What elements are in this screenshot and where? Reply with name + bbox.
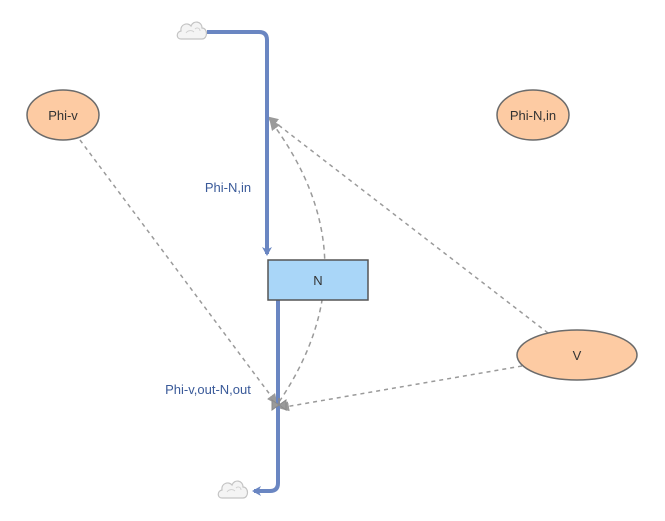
variable-v-label: V [573, 348, 582, 363]
inflow-pipe[interactable] [207, 30, 272, 256]
link-phi-v-to-outflow [79, 139, 278, 405]
variable-phi-v[interactable]: Phi-v [26, 89, 100, 141]
outflow-valve-icon[interactable] [271, 398, 287, 411]
variable-phi-n-in[interactable]: Phi-N,in [496, 89, 570, 141]
outflow-label: Phi-v,out-N,out [165, 382, 251, 397]
cloud-icon [217, 480, 249, 499]
variable-phi-n-in-label: Phi-N,in [510, 108, 556, 123]
stock-n-label: N [313, 273, 322, 288]
variable-phi-v-label: Phi-v [48, 108, 78, 123]
link-v-to-inflow [267, 116, 549, 334]
outflow-pipe[interactable] [252, 300, 280, 496]
link-v-to-outflow [278, 365, 523, 412]
cloud-icon [176, 21, 208, 40]
stock-n[interactable]: N [267, 259, 369, 301]
variable-v[interactable]: V [516, 329, 638, 381]
information-links [79, 116, 549, 412]
inflow-label: Phi-N,in [205, 180, 251, 195]
